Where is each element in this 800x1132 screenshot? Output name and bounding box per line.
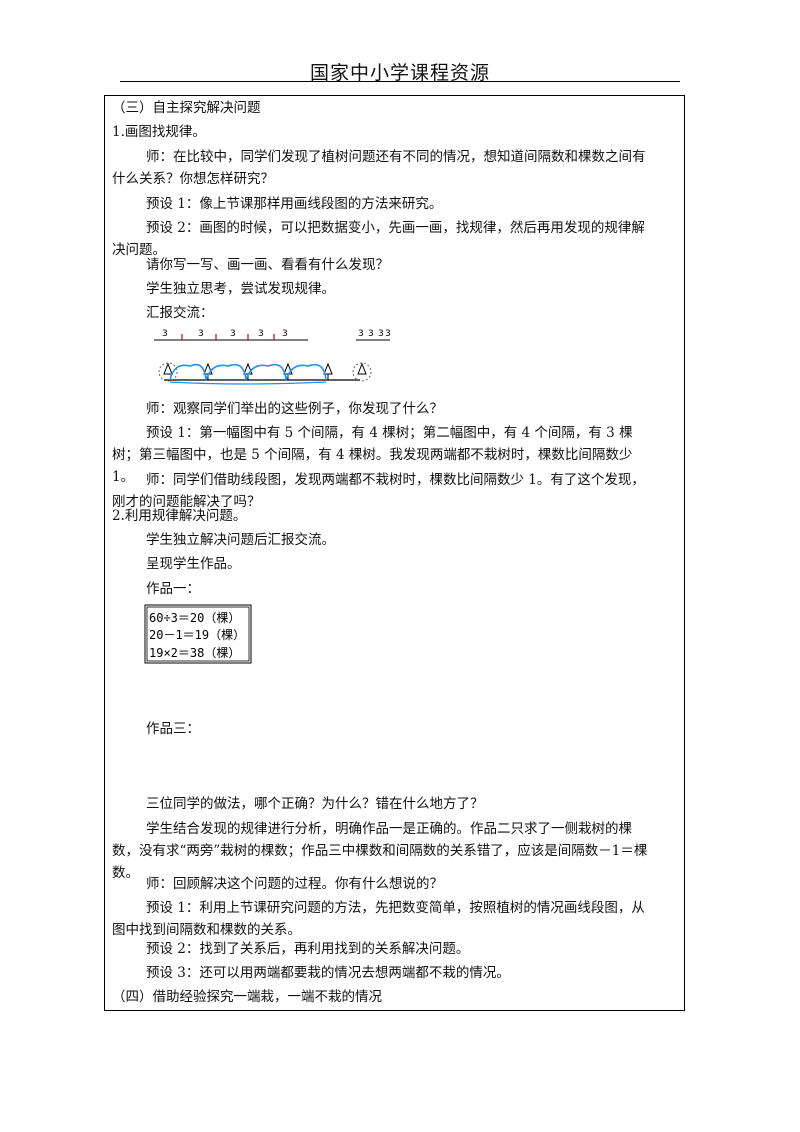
teacher-review: 师：回顾解决这个问题的过程。你有什么想说的？ xyxy=(146,876,443,892)
student-think: 学生独立思考，尝试发现规律。 xyxy=(146,281,335,297)
teacher-question-1: 师：在比较中，同学们发现了植树问题还有不同的情况，想知道间隔数和棵数之间有什么关… xyxy=(112,149,646,187)
teacher-summary: 师：同学们借助线段图，发现两端都不栽树时，棵数比间隔数少 1。有了这个发现，刚才… xyxy=(112,472,645,510)
page-header-title: 国家中小学课程资源 xyxy=(309,62,490,84)
left-mark-3: 3 xyxy=(230,329,236,339)
question-which-correct: 三位同学的做法，哪个正确？为什么？错在什么地方了？ xyxy=(146,796,484,812)
left-mark-4: 3 xyxy=(258,329,264,339)
preset-review-3: 预设 3：还可以用两端都要栽的情况去想两端都不栽的情况。 xyxy=(146,965,510,981)
preset-2: 预设 2：画图的时候，可以把数据变小，先画一画，找规律，然后再用发现的规律解决问… xyxy=(112,220,645,258)
section3-heading: （三）自主探究解决问题 xyxy=(112,100,261,116)
right-mark-4: 3 xyxy=(385,329,390,339)
preset-findings: 预设 1：第一幅图中有 5 个间隔，有 4 棵树；第二幅图中，有 4 个间隔，有… xyxy=(112,425,633,485)
right-mark-1: 3 xyxy=(358,329,364,339)
right-mark-2: 3 xyxy=(368,329,374,339)
content-frame xyxy=(104,95,685,1011)
teacher-question-2: 师：观察同学们举出的这些例子，你发现了什么？ xyxy=(146,401,443,417)
work1-line-2: 20－1＝19（棵） xyxy=(149,627,245,642)
student-report: 学生独立解决问题后汇报交流。 xyxy=(146,532,335,548)
left-mark-5: 3 xyxy=(282,329,288,339)
work1-line-3: 19×2＝38（棵） xyxy=(149,645,240,660)
handdrawn-segment-sketch: 3 3 3 3 3 3 3 3 3 xyxy=(154,329,390,385)
step1-heading: 1.画图找规律。 xyxy=(112,124,206,140)
prompt-line: 请你写一写、画一画、看看有什么发现？ xyxy=(146,257,389,273)
left-mark-2: 3 xyxy=(198,329,204,339)
right-mark-3: 3 xyxy=(378,329,384,339)
present-works: 呈现学生作品。 xyxy=(146,556,241,572)
work3-label: 作品三： xyxy=(146,721,200,737)
section4-heading: （四）借助经验探究一端栽，一端不栽的情况 xyxy=(112,989,382,1005)
work1-label: 作品一： xyxy=(146,581,200,597)
analysis-paragraph: 学生结合发现的规律进行分析，明确作品一是正确的。作品二只求了一侧栽树的棵数，没有… xyxy=(112,821,648,881)
work1-handwritten-box: 60÷3＝20（棵） 20－1＝19（棵） 19×2＝38（棵） xyxy=(144,604,252,664)
header-rule xyxy=(120,81,680,82)
step2-heading: 2.利用规律解决问题。 xyxy=(112,508,247,524)
preset-review-1: 预设 1：利用上节课研究问题的方法，先把数变简单，按照植树的情况画线段图，从图中… xyxy=(112,900,645,938)
report-label: 汇报交流： xyxy=(146,305,214,321)
preset-1: 预设 1：像上节课那样用画线段图的方法来研究。 xyxy=(146,196,443,212)
left-mark-1: 3 xyxy=(162,329,168,339)
work1-line-1: 60÷3＝20（棵） xyxy=(149,610,240,625)
preset-review-2: 预设 2：找到了关系后，再利用找到的关系解决问题。 xyxy=(146,941,470,957)
